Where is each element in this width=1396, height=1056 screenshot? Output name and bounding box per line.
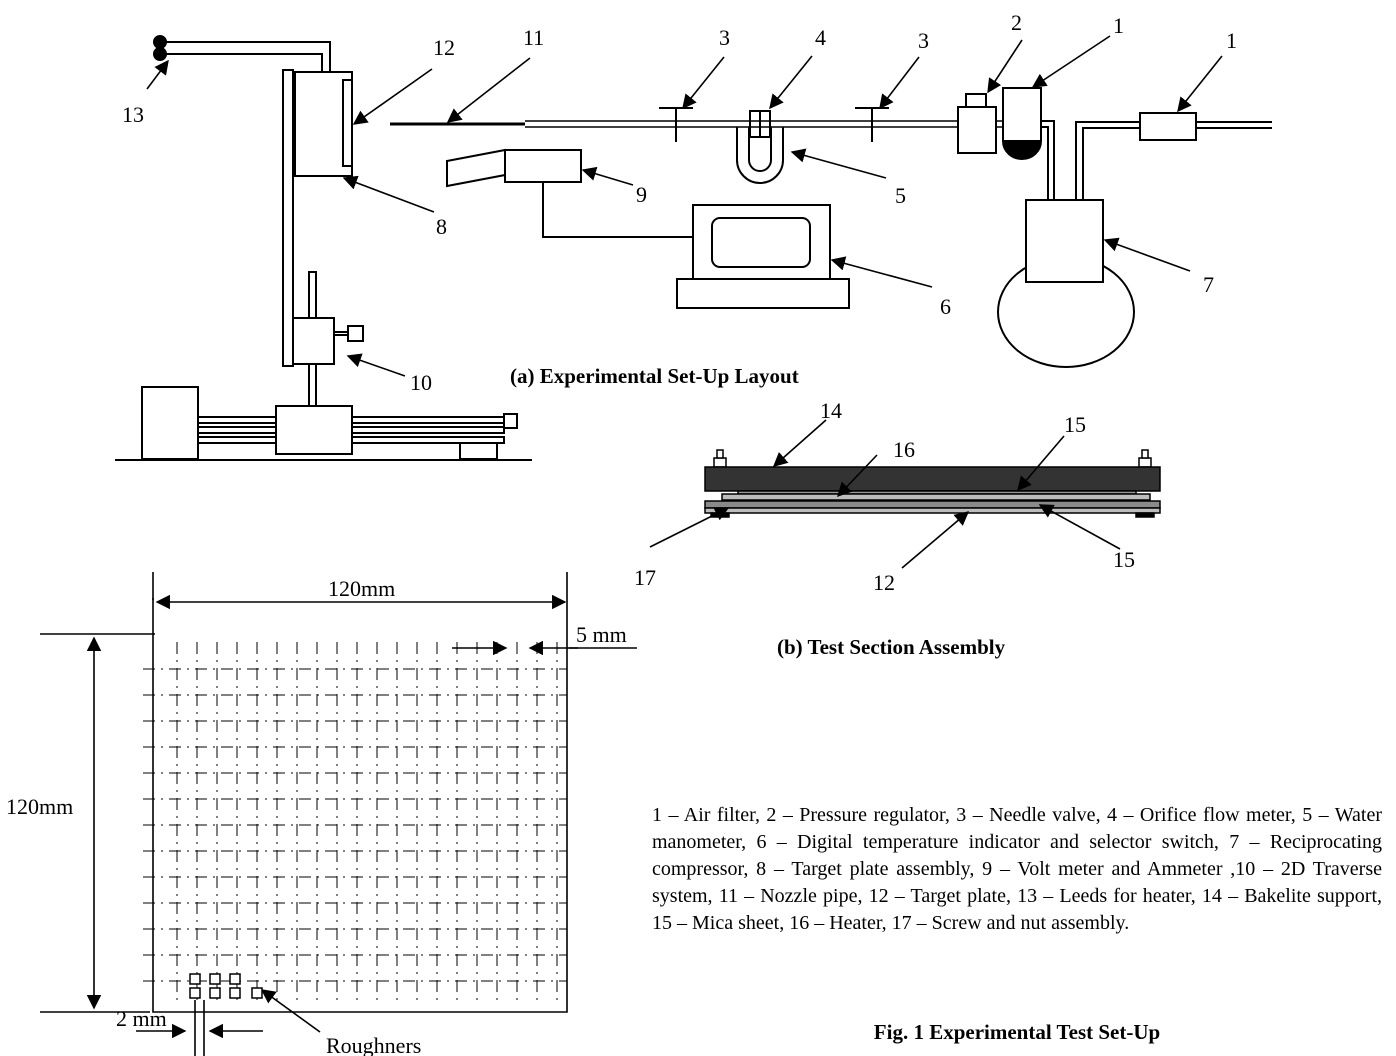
caption-test-section: (b) Test Section Assembly [777, 635, 1006, 659]
callout-13: 13 [122, 102, 144, 127]
callout-1-left: 1 [1113, 13, 1124, 38]
callout-11: 11 [523, 25, 544, 50]
callout-16: 16 [893, 437, 915, 462]
compressor [997, 199, 1135, 368]
callout-3-left: 3 [719, 25, 730, 50]
callout-15-top: 15 [1064, 412, 1086, 437]
callout-5: 5 [895, 183, 906, 208]
target-plate-outline [40, 572, 637, 1056]
roughness-grid [143, 642, 567, 1000]
callout-9: 9 [636, 182, 647, 207]
callout-8: 8 [436, 214, 447, 239]
plate-width-label: 120mm [328, 576, 395, 601]
meters-and-indicator [446, 148, 850, 309]
callout-12-top: 12 [433, 35, 455, 60]
callout-1-right: 1 [1226, 28, 1237, 53]
plate-height-label: 120mm [6, 794, 73, 819]
callout-4: 4 [815, 25, 826, 50]
rib-pitch-label: 5 mm [576, 622, 627, 647]
callout-10: 10 [410, 370, 432, 395]
callout-7: 7 [1203, 272, 1214, 297]
roughness-label: Roughners [326, 1033, 421, 1056]
callout-12-bottom: 12 [873, 570, 895, 595]
callout-17: 17 [634, 565, 656, 590]
rib-size-label: 2 mm [116, 1006, 167, 1031]
nozzle-pipe-line [390, 87, 1272, 200]
callout-6: 6 [940, 294, 951, 319]
callout-15-bottom: 15 [1113, 547, 1135, 572]
caption-setup-layout: (a) Experimental Set-Up Layout [510, 364, 799, 388]
callout-3-right: 3 [918, 28, 929, 53]
callout-leaders-b [649, 419, 1121, 569]
callout-leaders-a [146, 35, 1223, 377]
roughness-elements [189, 973, 263, 999]
figure-caption: Fig. 1 Experimental Test Set-Up [873, 1020, 1161, 1044]
callout-2: 2 [1011, 10, 1022, 35]
callout-14: 14 [820, 398, 842, 423]
test-section-assembly [704, 449, 1161, 518]
traverse-stand [115, 35, 532, 461]
component-legend: 1 – Air filter, 2 – Pressure regulator, … [652, 804, 1382, 934]
